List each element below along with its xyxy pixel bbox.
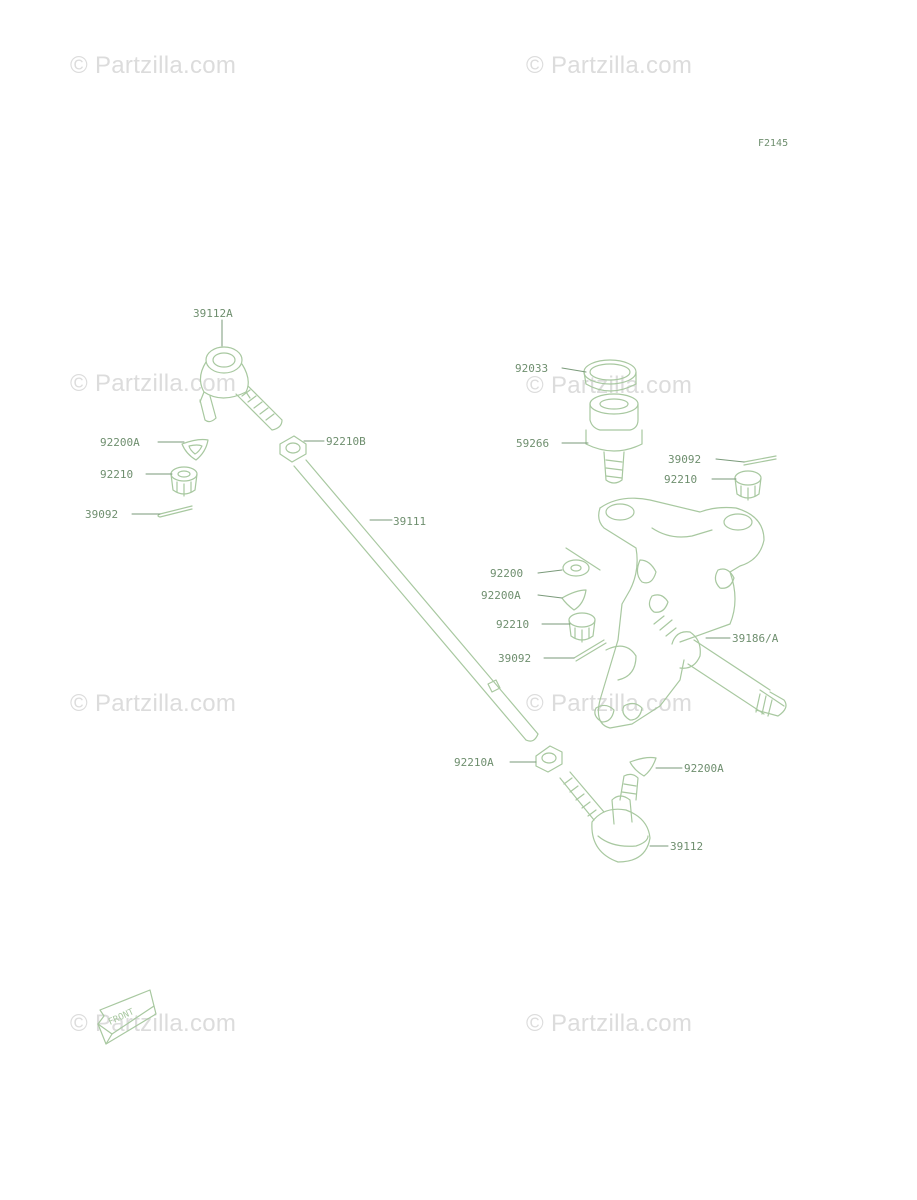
watermark-top-left: © Partzilla.com xyxy=(70,52,237,79)
lock-nut-92210A xyxy=(535,745,563,773)
label-92210A: 92210A xyxy=(454,756,494,769)
label-39111: 39111 xyxy=(393,515,426,528)
label-92033: 92033 xyxy=(515,362,548,375)
watermark-low-left: © Partzilla.com xyxy=(70,690,237,717)
label-92210-mid: 92210 xyxy=(496,618,529,631)
label-59266: 59266 xyxy=(516,437,549,450)
castle-nut-left xyxy=(170,466,198,497)
front-arrow-icon xyxy=(97,989,157,1045)
label-92200A-right: 92200A xyxy=(684,762,724,775)
castle-nut-right xyxy=(734,470,762,501)
watermark-top-right: © Partzilla.com xyxy=(526,52,693,79)
label-92210-right: 92210 xyxy=(664,473,697,486)
washer-92200A-left xyxy=(181,438,209,461)
castle-nut-mid xyxy=(568,612,596,643)
label-39092-mid: 39092 xyxy=(498,652,531,665)
label-39092-right: 39092 xyxy=(668,453,701,466)
label-39112: 39112 xyxy=(670,840,703,853)
tie-rod-end-upper xyxy=(199,346,283,431)
tie-rod-tube xyxy=(293,459,539,742)
washer-92200 xyxy=(562,547,601,577)
leader-lines xyxy=(131,319,745,847)
watermark-bottom-right: © Partzilla.com xyxy=(526,1010,693,1037)
watermark-low-right: © Partzilla.com xyxy=(526,690,693,717)
label-92210B: 92210B xyxy=(326,435,366,448)
label-92210-left: 92210 xyxy=(100,468,133,481)
label-92200A-mid: 92200A xyxy=(481,589,521,602)
steering-knuckle xyxy=(594,497,787,729)
label-92200: 92200 xyxy=(490,567,523,580)
tie-rod-end-lower xyxy=(559,771,651,863)
label-39186A: 39186/A xyxy=(732,632,779,645)
label-92200A-left: 92200A xyxy=(100,436,140,449)
cotter-pin-mid xyxy=(573,639,607,662)
ball-joint-59266 xyxy=(585,393,643,484)
washer-92200A-right xyxy=(629,756,657,777)
washer-92200A-mid xyxy=(561,589,587,611)
cotter-pin-left xyxy=(157,505,193,518)
label-39112A: 39112A xyxy=(193,307,233,320)
watermark-mid-left: © Partzilla.com xyxy=(70,370,237,397)
figure-code: F2145 xyxy=(758,138,789,149)
cotter-pin-right xyxy=(743,455,777,466)
lock-nut-92210B xyxy=(279,435,307,463)
label-39092-left: 39092 xyxy=(85,508,118,521)
front-label: FRONT xyxy=(107,1007,136,1028)
cap-92033 xyxy=(583,359,637,392)
